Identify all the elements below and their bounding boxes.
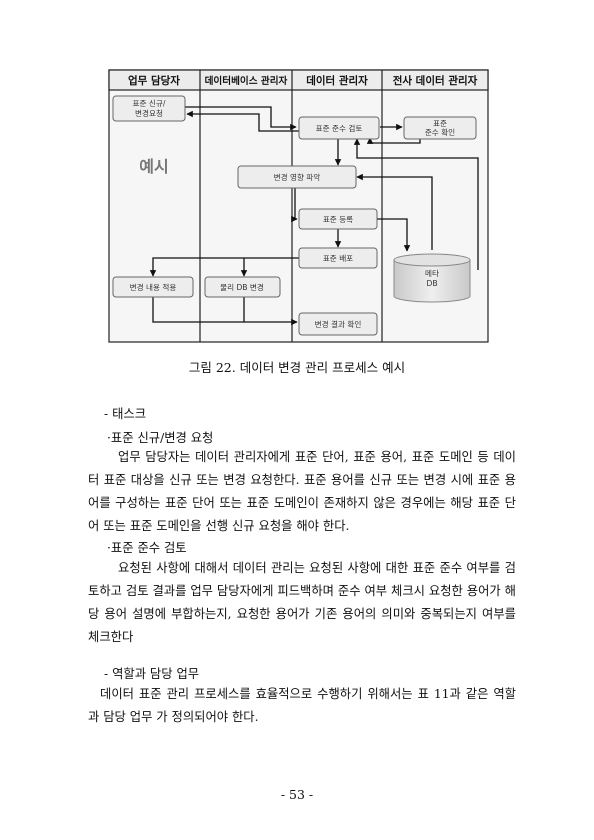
lane-header-data-manager: 데이터 관리자 xyxy=(306,74,368,87)
metadb-cylinder xyxy=(393,253,471,303)
lane-header-dba: 데이터베이스 관리자 xyxy=(205,75,288,87)
item2-paragraph: 요청된 사항에 대해서 데이터 관리는 요청된 사항에 대한 표준 준수 여부를… xyxy=(88,557,516,649)
box-request-label-2: 변경요청 xyxy=(135,108,163,118)
box-register-label: 표준 등록 xyxy=(323,215,353,224)
box-request xyxy=(112,95,186,122)
item1-title: ·표준 신규/변경 요청 xyxy=(107,431,214,445)
box-deploy-label: 표준 배포 xyxy=(323,254,353,263)
box-request-label-1: 표준 신규/ xyxy=(133,99,166,108)
page-number: - 53 - xyxy=(280,787,314,802)
box-deploy xyxy=(298,247,378,269)
task-heading: - 태스크 xyxy=(104,407,147,421)
item1-body: 업무 담당자는 데이터 관리자에게 표준 단어, 표준 용어, 표준 도메인 등… xyxy=(88,450,516,533)
box-impact xyxy=(237,165,357,189)
box-apply-label: 변경 내용 적용 xyxy=(130,282,177,292)
box-review-label: 표준 준수 검토 xyxy=(316,123,363,133)
box-apply xyxy=(112,276,194,298)
item1-paragraph: 업무 담당자는 데이터 관리자에게 표준 단어, 표준 용어, 표준 도메인 등… xyxy=(88,446,516,538)
item2-title: ·표준 준수 검토 xyxy=(107,541,187,555)
box-physical xyxy=(204,276,281,298)
lane-header-business: 업무 담당자 xyxy=(128,74,180,87)
role-heading: - 역할과 담당 업무 xyxy=(104,667,200,681)
box-confirm-label-1: 표준 xyxy=(433,119,447,128)
figure-caption: 그림 22. 데이터 변경 관리 프로세스 예시 xyxy=(188,360,406,375)
box-result-label: 변경 결과 확인 xyxy=(315,319,362,329)
box-register xyxy=(298,208,378,230)
box-confirm-label-2: 준수 확인 xyxy=(425,127,455,137)
metadb-label-1: 메타 xyxy=(425,269,439,278)
metadb-label-2: DB xyxy=(426,279,437,288)
box-result xyxy=(298,312,378,336)
box-review xyxy=(298,116,380,140)
box-confirm xyxy=(403,116,477,140)
example-label: 예시 xyxy=(139,157,168,176)
box-physical-label: 물리 DB 변경 xyxy=(220,282,264,292)
item2-body: 요청된 사항에 대해서 데이터 관리는 요청된 사항에 대한 표준 준수 여부를… xyxy=(88,561,516,644)
swimlane-header xyxy=(108,69,489,91)
role-paragraph: 데이터 표준 관리 프로세스를 효율적으로 수행하기 위해서는 표 11과 같은… xyxy=(88,683,516,729)
process-diagram: 업무 담당자 데이터베이스 관리자 데이터 관리자 전사 데이터 관리자 예시 xyxy=(108,69,489,343)
role-body: 데이터 표준 관리 프로세스를 효율적으로 수행하기 위해서는 표 11과 같은… xyxy=(88,687,516,724)
lane-header-enterprise-manager: 전사 데이터 관리자 xyxy=(393,74,478,87)
box-impact-label: 변경 영향 파악 xyxy=(274,172,321,182)
